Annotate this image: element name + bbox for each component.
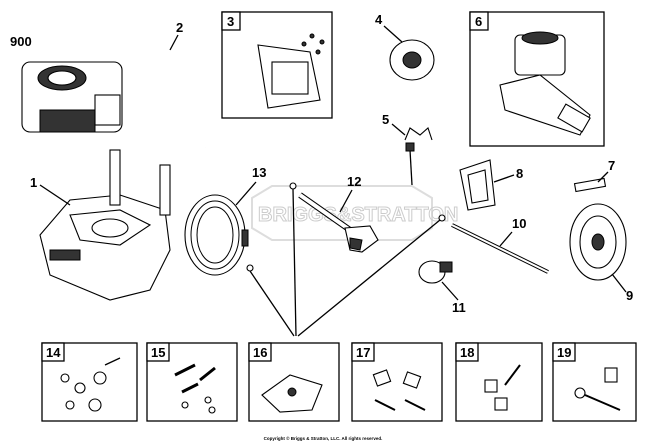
kit-box-15[interactable]: 15 — [146, 342, 238, 422]
svg-text:BRIGGS&STRATTON: BRIGGS&STRATTON — [258, 204, 458, 226]
callout-6: 6 — [475, 14, 482, 29]
part-adapter-ring[interactable] — [389, 39, 435, 81]
callout-7: 7 — [608, 158, 615, 173]
kit-box-16[interactable]: 16 — [248, 342, 340, 422]
part-control-panel[interactable] — [257, 33, 325, 109]
callout-19: 19 — [557, 345, 571, 360]
callout-5: 5 — [382, 112, 389, 127]
part-unloader-tube[interactable] — [404, 127, 433, 186]
callout-12: 12 — [347, 174, 361, 189]
part-pump[interactable] — [499, 31, 591, 136]
part-handle[interactable] — [146, 46, 207, 151]
callout-14: 14 — [46, 345, 61, 360]
kit-box-17[interactable]: 17 — [351, 342, 443, 422]
part-frame[interactable] — [39, 149, 171, 301]
part-wheel[interactable] — [569, 203, 627, 281]
part-spray-gun[interactable] — [298, 192, 379, 253]
callout-18: 18 — [460, 345, 474, 360]
copyright-notice: Copyright © Briggs & Stratton, LLC. All … — [263, 436, 383, 441]
callout-17: 17 — [356, 345, 370, 360]
callout-900: 900 — [10, 34, 32, 49]
callout-11: 11 — [452, 300, 466, 315]
part-axle-bolt[interactable] — [573, 177, 607, 193]
part-spray-wand[interactable] — [451, 223, 549, 274]
callout-13: 13 — [252, 165, 266, 180]
kit-box-18[interactable]: 18 — [455, 342, 543, 422]
callout-3: 3 — [227, 14, 234, 29]
callout-8: 8 — [516, 166, 523, 181]
part-nozzle[interactable] — [418, 260, 453, 284]
callout-16: 16 — [253, 345, 267, 360]
callout-15: 15 — [151, 345, 165, 360]
part-hose-hook[interactable] — [459, 159, 496, 211]
part-hose[interactable] — [184, 194, 249, 276]
kit-box-19[interactable]: 19 — [552, 342, 637, 422]
part-engine[interactable] — [21, 61, 123, 133]
callout-9: 9 — [626, 288, 633, 303]
o-ring-leaders — [246, 182, 446, 337]
callout-10: 10 — [512, 216, 526, 231]
callout-4: 4 — [375, 12, 383, 27]
callout-2: 2 — [176, 20, 183, 35]
brand-watermark: BRIGGS&STRATTON — [251, 185, 459, 241]
callout-1: 1 — [30, 175, 37, 190]
kit-box-14[interactable]: 14 — [41, 342, 138, 422]
